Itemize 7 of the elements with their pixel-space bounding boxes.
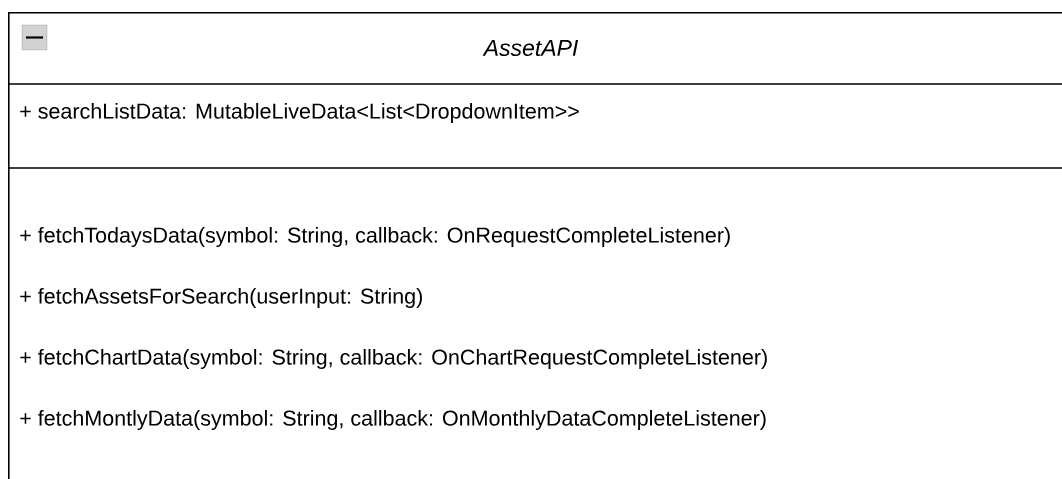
method-text: + fetchMontlyData(symbol: String, callback: OnMonthlyDataCompleteListener): [20, 410, 766, 431]
method-text: + fetchAssetsForSearch(userInput: String): [20, 288, 422, 309]
method-text: + fetchChartData(symbol: String, callback: OnChartRequestCompleteListener): [20, 349, 767, 370]
method-text: + fetchTodaysData(symbol: String, callback: OnRequestCompleteListener): [20, 227, 730, 248]
class-name: AssetAPI: [482, 40, 579, 56]
attribute-text: + searchListData: MutableLiveData<List<DropdownItem>>: [20, 103, 579, 124]
class-box: [7, 12, 1062, 479]
